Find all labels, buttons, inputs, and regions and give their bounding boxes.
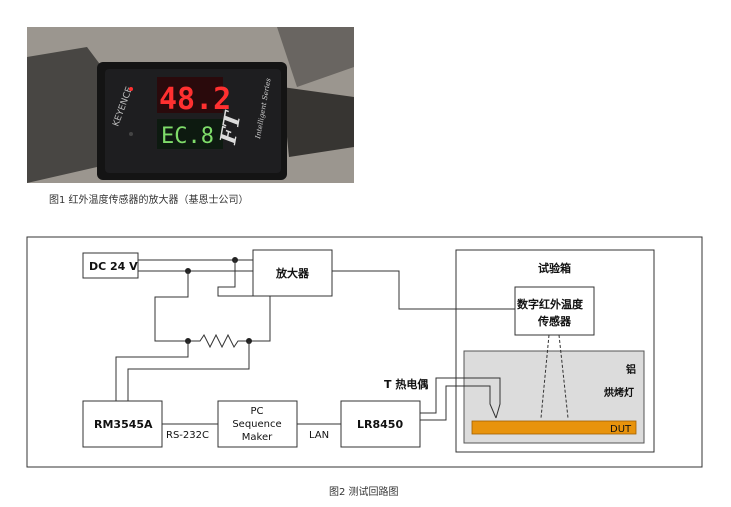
aluminum-label: 铝 bbox=[626, 363, 636, 376]
wire bbox=[332, 271, 515, 309]
lr-label: LR8450 bbox=[357, 418, 403, 431]
amplifier-label: 放大器 bbox=[275, 266, 310, 280]
wire bbox=[116, 341, 188, 401]
lamp-label: 烘烤灯 bbox=[604, 386, 634, 399]
chamber-label: 试验箱 bbox=[538, 261, 571, 275]
rs232-label: RS-232C bbox=[166, 430, 209, 441]
dc-label: DC 24 V bbox=[89, 260, 138, 273]
sensor-label-line2: 传感器 bbox=[537, 314, 572, 328]
wire bbox=[155, 271, 188, 341]
pc-label-line1: PC bbox=[250, 406, 263, 417]
sensor-label-line1: 数字红外温度 bbox=[517, 297, 584, 311]
figure2-caption: 图2 测试回路图 bbox=[329, 483, 399, 498]
resistor-icon bbox=[188, 335, 249, 347]
dut-label: DUT bbox=[610, 424, 632, 435]
pc-label-line2: Sequence bbox=[232, 419, 281, 430]
rm-label: RM3545A bbox=[94, 418, 153, 431]
lan-label: LAN bbox=[309, 430, 329, 441]
pc-label-line3: Maker bbox=[242, 432, 273, 443]
thermocouple-label: T 热电偶 bbox=[384, 377, 428, 391]
